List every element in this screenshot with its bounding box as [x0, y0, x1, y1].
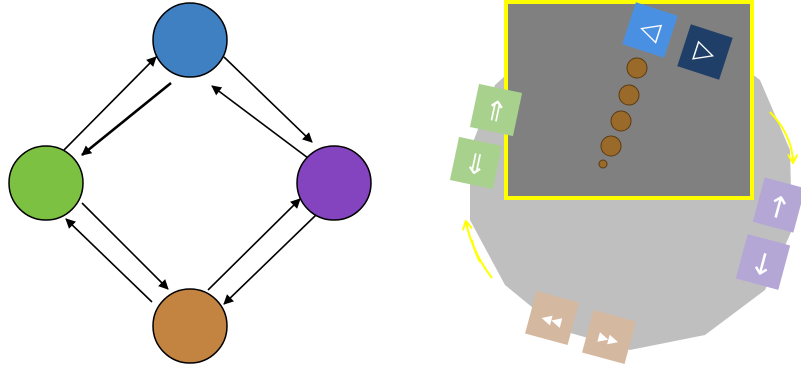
fast-forward-button[interactable]: ▶▶ [582, 310, 636, 364]
coin [626, 57, 648, 79]
node-purple[interactable] [296, 145, 372, 221]
coin [600, 135, 622, 157]
up-single-button[interactable]: ↑ [752, 177, 801, 233]
edge-right-to-top [211, 85, 309, 159]
rewind-button[interactable]: ◀◀ [525, 291, 579, 345]
coin [598, 159, 608, 169]
coin [618, 84, 640, 106]
rotate-right-button[interactable]: ▷ [677, 24, 733, 80]
rewind-icon: ◀◀ [540, 311, 563, 331]
fast-forward-icon: ▶▶ [597, 330, 620, 350]
edge-left-to-bottom [81, 202, 169, 290]
coin-trail [598, 57, 648, 169]
edge-top-to-left [81, 81, 172, 157]
edge-bottom-to-right [207, 198, 301, 291]
edge-left-to-top [63, 56, 157, 151]
node-blue[interactable] [152, 2, 228, 78]
disk-scene: ◁ ▷ ⇑ ⇓ ↑ ↓ ◀◀ ▶▶ [449, 0, 801, 364]
down-double-button[interactable]: ⇓ [449, 136, 503, 190]
node-orange[interactable] [152, 288, 228, 364]
rotate-left-button[interactable]: ◁ [622, 2, 678, 58]
node-green[interactable] [8, 145, 84, 221]
edge-top-to-right [223, 56, 313, 143]
rim-arrow-right [769, 111, 793, 162]
rim-arrow-left-2 [471, 239, 481, 263]
state-graph [8, 2, 372, 364]
coin [610, 110, 632, 132]
edge-right-to-bottom [223, 214, 317, 305]
edge-bottom-to-left [65, 218, 153, 303]
down-single-button[interactable]: ↓ [735, 234, 791, 290]
up-double-button[interactable]: ⇑ [469, 83, 523, 137]
